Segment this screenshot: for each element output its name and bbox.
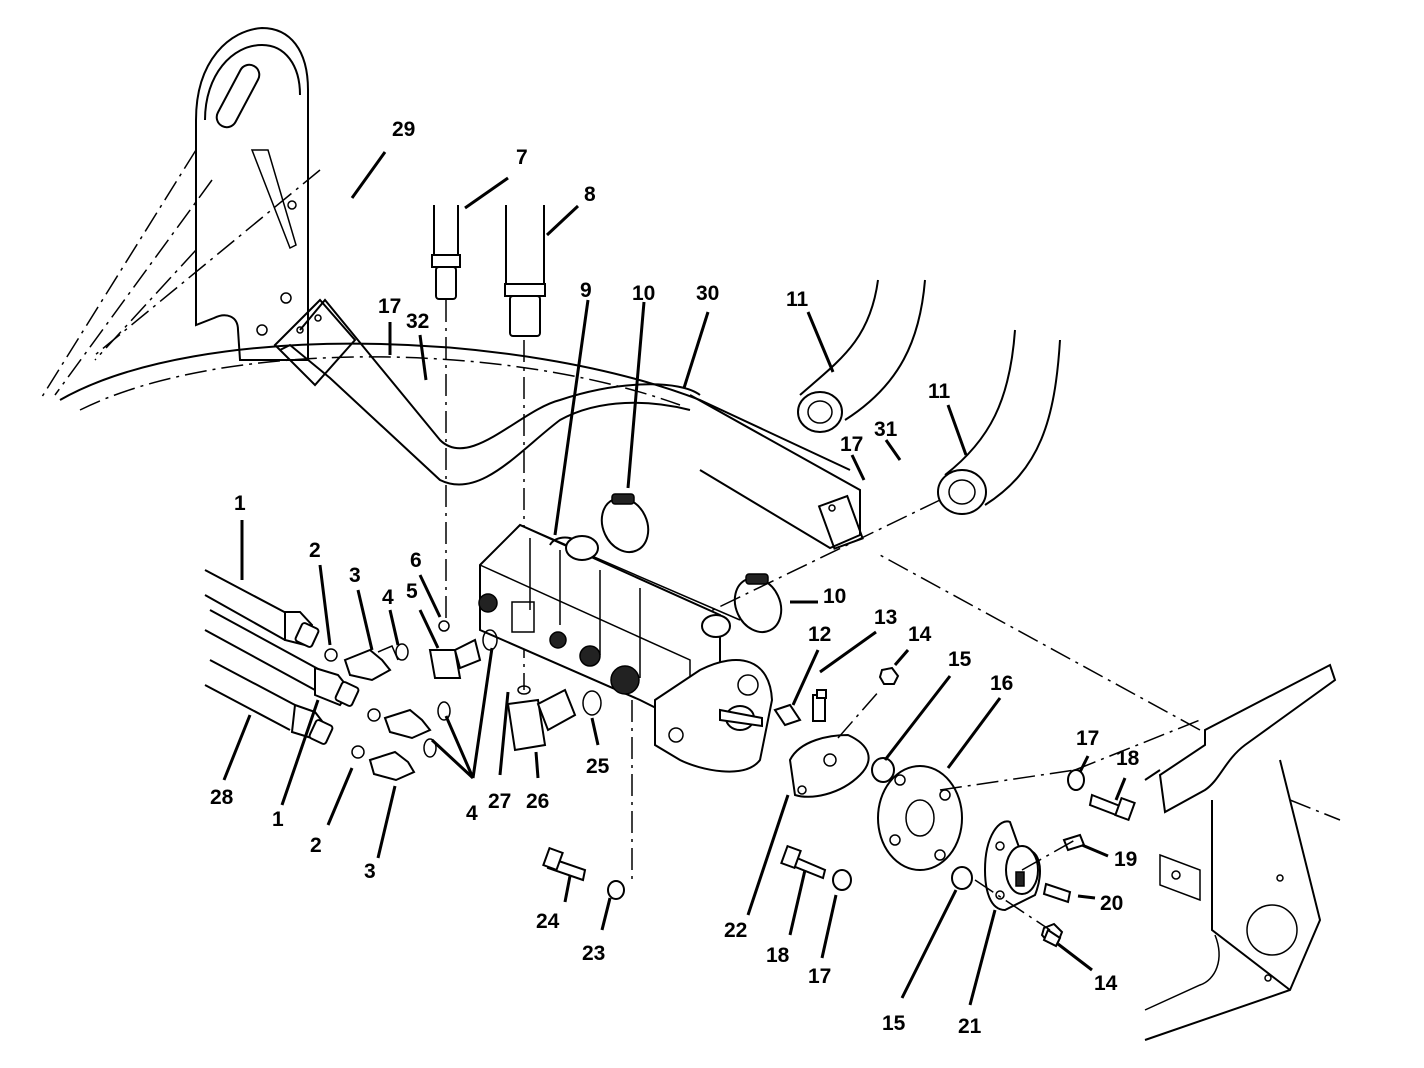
callout-11-upper: 11: [786, 288, 809, 311]
callout-15-lower: 15: [882, 1012, 906, 1035]
callout-31: 31: [874, 418, 898, 441]
callout-27: 27: [488, 790, 511, 813]
callout-2-upper: 2: [309, 539, 321, 562]
fittings: [324, 620, 602, 782]
callout-2-lower: 2: [310, 834, 322, 857]
callout-24: 24: [536, 910, 560, 933]
callout-32: 32: [406, 310, 429, 333]
callout-4-upper: 4: [382, 586, 394, 609]
callout-4-lower: 4: [466, 802, 478, 825]
callout-14-lower: 14: [1094, 972, 1118, 995]
frame-bracket-right: [879, 554, 1341, 1041]
callout-17-top: 17: [378, 295, 401, 318]
callout-25: 25: [586, 755, 610, 778]
callout-3-upper: 3: [349, 564, 361, 587]
callout-6: 6: [410, 549, 422, 572]
callout-17-right: 17: [840, 433, 863, 456]
callout-14-upper: 14: [908, 623, 932, 646]
callout-11-lower: 11: [928, 380, 951, 403]
callout-8: 8: [584, 183, 596, 206]
hose-clamp-lower: [733, 573, 783, 634]
callout-21: 21: [958, 1015, 982, 1038]
callout-26: 26: [526, 790, 549, 813]
callout-16: 16: [990, 672, 1013, 695]
callout-15-upper: 15: [948, 648, 972, 671]
hydraulic-lines: [204, 569, 360, 745]
hose-8: [504, 205, 546, 690]
callout-1-lower: 1: [272, 808, 284, 831]
callout-17-bottom: 17: [808, 965, 831, 988]
callout-29: 29: [392, 118, 415, 141]
hose-clamp-upper: [600, 493, 650, 554]
callout-1-upper: 1: [234, 492, 246, 515]
callout-13: 13: [874, 606, 897, 629]
callout-17-lower: 17: [1076, 727, 1099, 750]
callout-22: 22: [724, 919, 747, 942]
gear-pump: [478, 523, 774, 773]
callout-7: 7: [516, 146, 528, 169]
frame-tube: [59, 298, 864, 550]
callout-10-lower: 10: [823, 585, 846, 608]
callout-3-lower: 3: [364, 860, 376, 883]
hose-11-lower: [619, 329, 1061, 656]
callout-leaders: [222, 151, 1127, 1006]
callout-18-upper: 18: [1116, 747, 1140, 770]
callout-23: 23: [582, 942, 605, 965]
callout-5: 5: [406, 580, 418, 603]
callout-labels: 29 7 8 9 10 30 11 11 17 32 17 31 1 2 3 4…: [210, 118, 1140, 1038]
callout-9: 9: [580, 279, 592, 302]
callout-20: 20: [1100, 892, 1123, 915]
callout-18-lower: 18: [766, 944, 790, 967]
hose-7: [431, 205, 461, 620]
callout-28: 28: [210, 786, 234, 809]
callout-19: 19: [1114, 848, 1137, 871]
callout-30: 30: [696, 282, 719, 305]
callout-12: 12: [808, 623, 831, 646]
mounting-plate: [39, 26, 321, 401]
callout-10-upper: 10: [632, 282, 655, 305]
hose-11-upper: [797, 279, 926, 433]
coupling-hub: [542, 666, 1136, 948]
